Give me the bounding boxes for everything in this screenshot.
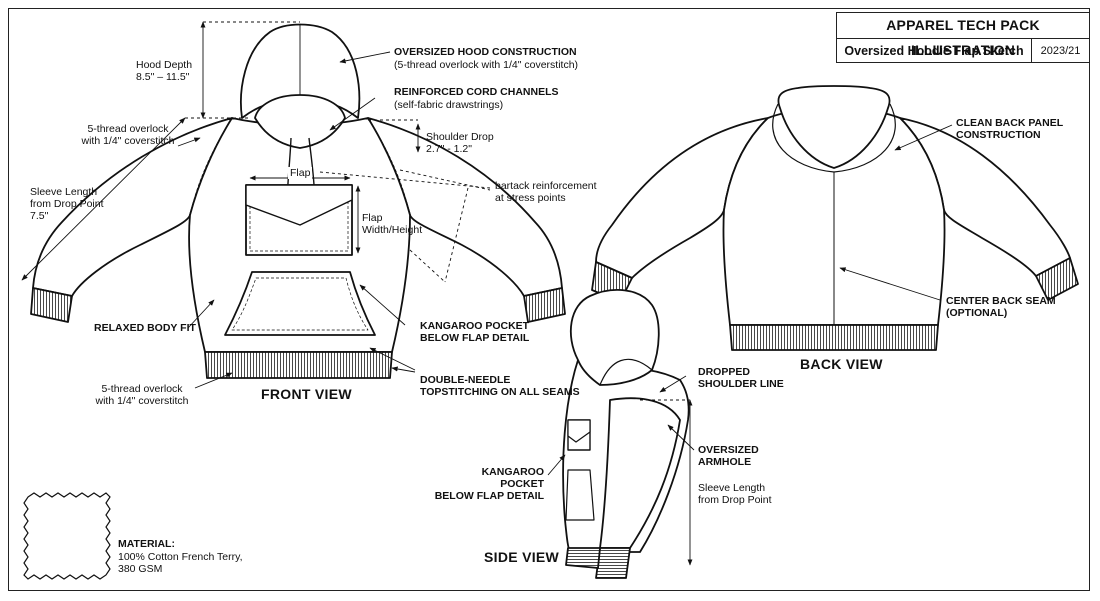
front-right-cuff bbox=[523, 287, 566, 323]
flap-wh-label: Flap Width/Height bbox=[362, 212, 423, 236]
back-view-title: BACK VIEW bbox=[800, 356, 883, 372]
shoulder-drop-label: Shoulder Drop 2.7" - 1.2" bbox=[426, 131, 494, 155]
flap-label: Flap bbox=[288, 167, 313, 179]
title: APPAREL TECH PACK ILLUSTRATION bbox=[837, 13, 1089, 58]
overlock-bottom-label: 5-thread overlock with 1/4" coverstitch bbox=[95, 383, 189, 407]
side-sleeve-length-label: Sleeve Length from Drop Point bbox=[698, 482, 772, 506]
cord-channels-title: REINFORCED CORD CHANNELS bbox=[394, 86, 559, 98]
side-view-garment bbox=[562, 289, 690, 579]
title-block: APPAREL TECH PACK ILLUSTRATION Oversized… bbox=[836, 12, 1090, 63]
side-sleeve bbox=[599, 397, 681, 549]
front-left-cuff bbox=[30, 287, 73, 323]
front-dimensions bbox=[21, 21, 491, 283]
front-flap bbox=[245, 184, 353, 226]
oversized-armhole-label: OVERSIZED ARMHOLE bbox=[698, 444, 759, 468]
front-hood-opening bbox=[254, 94, 346, 149]
bartack-label: bartack reinforcement at stress points bbox=[495, 180, 597, 204]
hood-depth-label: Hood Depth 8.5" – 11.5" bbox=[136, 59, 193, 83]
material-heading: MATERIAL: bbox=[118, 538, 175, 550]
side-hem bbox=[565, 547, 601, 569]
back-leaders bbox=[839, 124, 953, 301]
side-kangaroo bbox=[565, 469, 595, 521]
overlock-top-label: 5-thread overlock with 1/4" coverstitch bbox=[81, 123, 175, 147]
cord-channels-note: (self-fabric drawstrings) bbox=[394, 99, 504, 111]
front-view-title: FRONT VIEW bbox=[261, 386, 352, 402]
subtitle: Oversized Hoodie Flap Sketch bbox=[837, 39, 1032, 63]
center-back-label: CENTER BACK SEAM (OPTIONAL) bbox=[946, 295, 1056, 319]
double-needle-label: DOUBLE-NEEDLE TOPSTITCHING ON ALL SEAMS bbox=[420, 374, 580, 398]
sleeve-length-label: Sleeve Length from Drop Point 7.5" bbox=[30, 186, 104, 222]
front-kangaroo-pocket bbox=[224, 271, 376, 336]
back-right-cuff bbox=[1035, 257, 1079, 301]
material-text: 100% Cotton French Terry, 380 GSM bbox=[118, 551, 243, 575]
kangaroo-front-label: KANGAROO POCKET BELOW FLAP DETAIL bbox=[420, 320, 530, 344]
hood-construction-note: (5-thread overlock with 1/4" coverstitch… bbox=[394, 59, 579, 71]
front-leaders bbox=[177, 51, 416, 389]
back-view-garment bbox=[591, 85, 1079, 351]
relaxed-fit-label: RELAXED BODY FIT bbox=[94, 322, 196, 334]
clean-back-label: CLEAN BACK PANEL CONSTRUCTION bbox=[956, 117, 1064, 141]
drawing-frame bbox=[8, 8, 1090, 591]
side-hood bbox=[569, 289, 660, 386]
date: 2023/21 bbox=[1040, 45, 1081, 57]
back-hem-band bbox=[729, 324, 939, 351]
kangaroo-side-label: KANGAROO POCKET BELOW FLAP DETAIL bbox=[434, 466, 544, 502]
back-hood bbox=[777, 85, 891, 169]
dropped-shoulder-label: DROPPED SHOULDER LINE bbox=[698, 366, 784, 390]
side-view-title: SIDE VIEW bbox=[484, 549, 560, 565]
front-hem-band bbox=[204, 351, 393, 379]
side-cuff bbox=[595, 547, 631, 579]
side-dimensions bbox=[547, 375, 695, 566]
hood-construction-title: OVERSIZED HOOD CONSTRUCTION bbox=[394, 46, 577, 58]
material-swatch bbox=[23, 492, 111, 580]
